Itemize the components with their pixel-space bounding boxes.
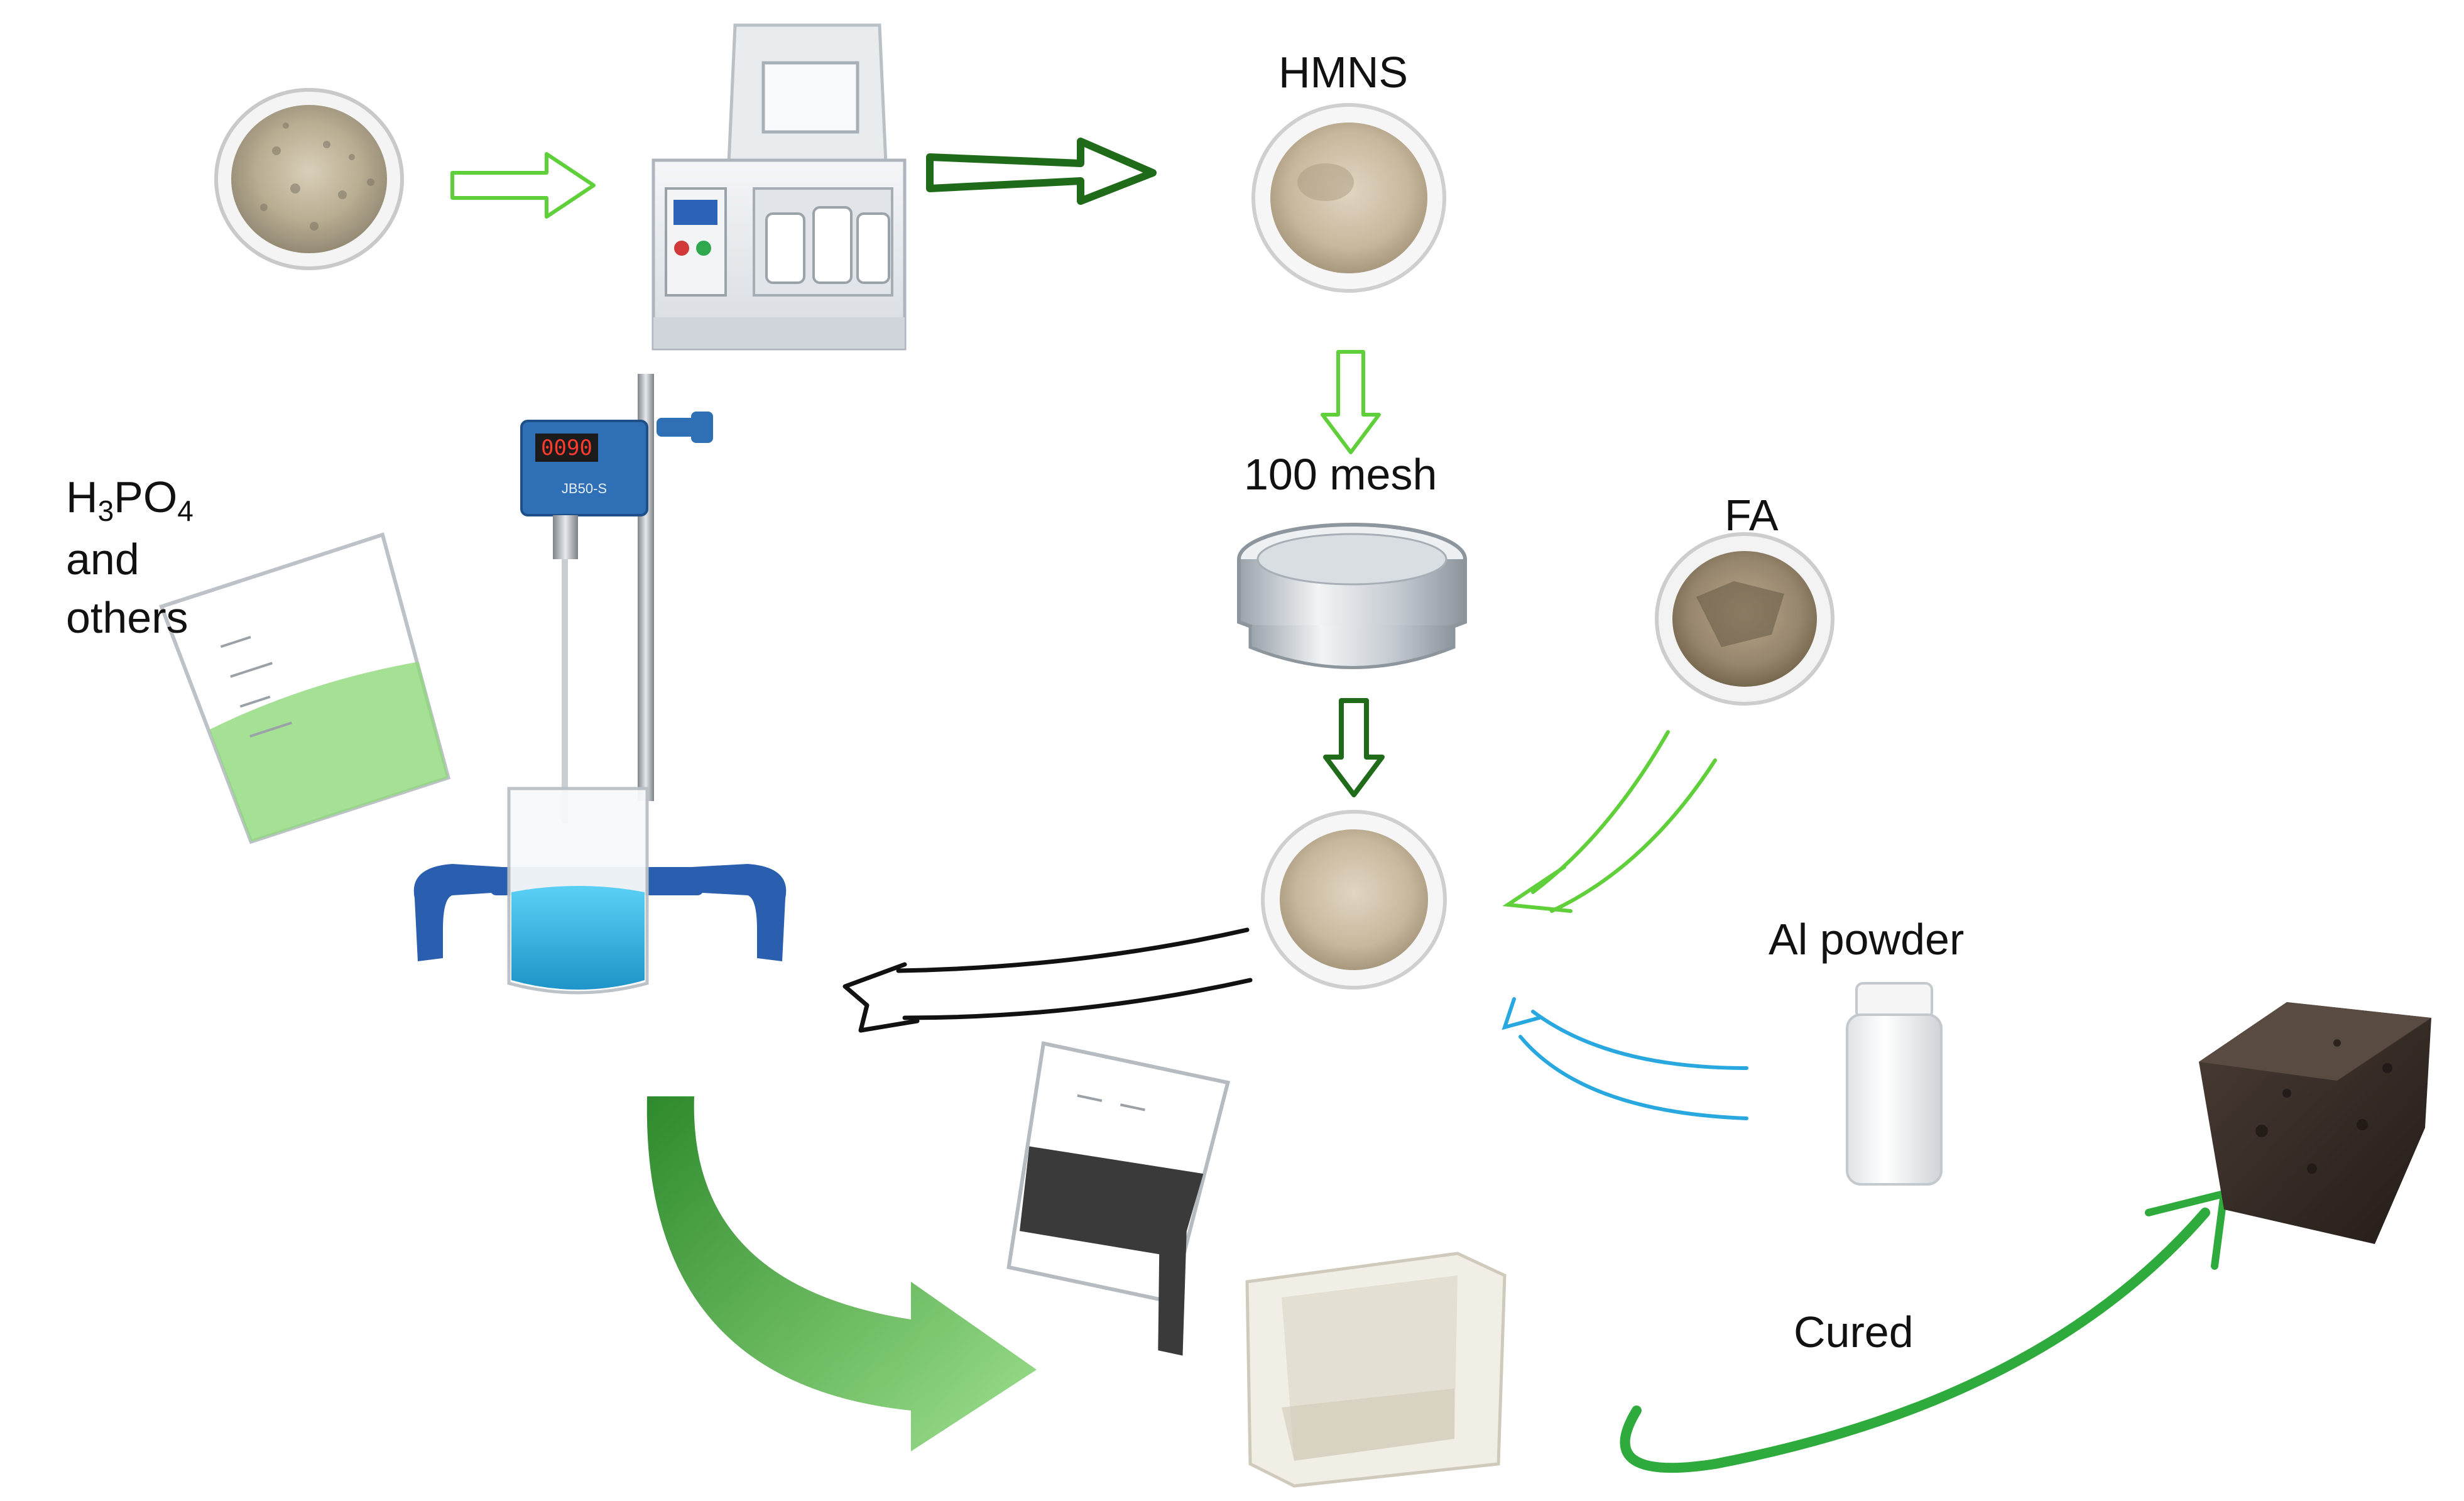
stirrer-display: 0090 (541, 435, 592, 461)
acid-po: PO (114, 472, 178, 521)
fa-dish-icon (1655, 532, 1834, 706)
acid-sub-3: 3 (97, 494, 114, 527)
acid-h: H (66, 472, 98, 521)
mold-icon (1245, 1252, 1507, 1488)
hmns-label: HMNS (1278, 48, 1409, 97)
arrow-fa-to-mix (1502, 730, 1717, 913)
stirrer-model: JB50-S (562, 481, 607, 496)
fa-label: FA (1725, 491, 1779, 540)
arrow-stirrer-to-mold (646, 1096, 1037, 1451)
arrow-mesh-to-mix (1323, 698, 1385, 797)
ball-mill-icon (651, 23, 907, 351)
pouring-beaker-icon (1006, 1041, 1231, 1356)
acid-beaker-icon (159, 532, 451, 844)
acid-others: others (66, 593, 188, 643)
foam-cube-icon (2199, 1002, 2431, 1244)
sieve-icon (1237, 523, 1467, 669)
arrow-hmns-to-mesh (1321, 350, 1381, 454)
cured-label: Cured (1794, 1307, 1914, 1356)
raw-material-dish-icon (214, 88, 404, 270)
acid-label: H3PO4 and others (66, 468, 254, 647)
stirrer-icon: 0090 JB50-S (413, 374, 787, 995)
al-powder-bottle-icon (1846, 982, 1943, 1186)
arrow-mix-to-stirrer (842, 927, 1253, 1033)
arrow-al-to-mix (1502, 997, 1748, 1120)
acid-and: and (66, 535, 139, 584)
mesh-label: 100 mesh (1244, 450, 1437, 499)
mixed-powder-dish-icon (1261, 810, 1447, 990)
acid-sub-4: 4 (177, 494, 194, 527)
arrow-dish-to-mill (450, 152, 596, 219)
arrow-mill-to-hmns (926, 138, 1157, 205)
arrow-mold-to-cube (1620, 1190, 2228, 1473)
al-powder-label: Al powder (1769, 915, 1965, 964)
hmns-dish-icon (1251, 103, 1446, 293)
